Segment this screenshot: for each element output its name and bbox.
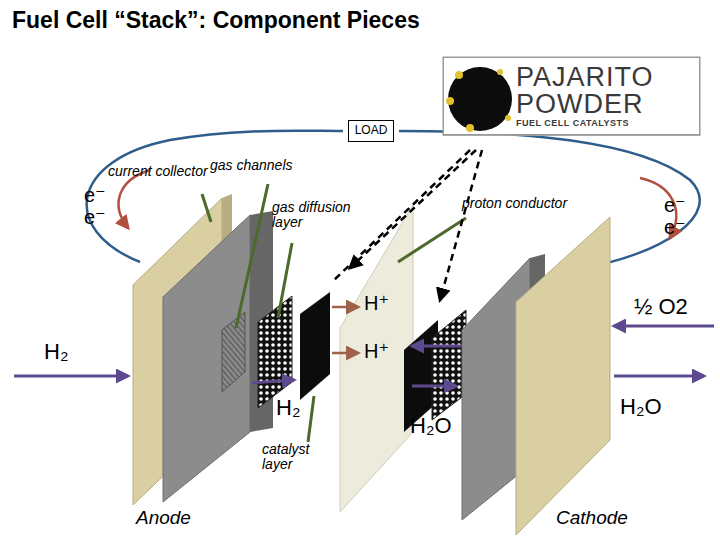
leader-line — [278, 243, 292, 318]
node-subtitle: FUEL CELL CATALYSTS — [516, 118, 691, 128]
node-heading: PAJARITO POWDER — [516, 64, 691, 118]
electrode-label: Cathode — [556, 508, 628, 529]
part-label: gas diffusion layer — [272, 200, 352, 231]
catalyst-pointer — [332, 150, 470, 282]
species-label: H₂O — [620, 395, 662, 419]
circuit-wire — [399, 131, 700, 268]
logo-dot — [446, 97, 454, 105]
part-label: catalyst layer — [262, 442, 322, 473]
logo-box: PAJARITO POWDERFUEL CELL CATALYSTS — [443, 57, 700, 135]
leader-line — [308, 396, 314, 442]
cathode-current-collector — [516, 217, 610, 535]
species-label: H₂O — [410, 414, 452, 438]
oxygen-flow-arrow — [412, 345, 462, 348]
part-label: proton conductor — [462, 196, 567, 211]
species-label: H⁺ — [364, 292, 389, 314]
cathode-gas-diffusion-layer — [432, 310, 466, 420]
anode-flow-plate — [163, 215, 250, 502]
catalyst-pointer — [440, 150, 482, 300]
logo-dot — [497, 69, 503, 75]
logo-dot — [455, 71, 463, 79]
hydrogen-inlet-arrow — [14, 375, 128, 378]
load-background — [348, 120, 395, 142]
logo-emblem — [448, 67, 512, 131]
electron-label: e⁻ — [664, 194, 686, 216]
species-label: ½ O2 — [634, 295, 688, 319]
oxygen-inlet-arrow — [614, 325, 714, 328]
water-flow-arrow — [412, 385, 456, 388]
water-outlet-arrow — [614, 375, 704, 378]
species-label: H₂ — [276, 396, 300, 420]
electron-label: e⁻ — [84, 206, 106, 228]
species-label: H⁺ — [364, 340, 389, 362]
node-heading: LOAD — [355, 124, 388, 138]
logo-dot — [466, 124, 474, 132]
proton-arrow — [332, 352, 358, 355]
electrode-label: Anode — [136, 508, 191, 529]
part-label: current collector — [108, 164, 208, 179]
logo-dot — [505, 115, 511, 121]
electron-label: e⁻ — [664, 216, 686, 238]
proton-conductor-membrane — [340, 205, 413, 512]
part-label: gas channels — [210, 158, 293, 173]
catalyst-pointer — [350, 150, 476, 268]
electron-label: e⁻ — [84, 184, 106, 206]
leader-line — [236, 184, 268, 328]
logo-background — [443, 57, 700, 135]
anode-gas-diffusion-layer — [258, 296, 292, 408]
hydrogen-flow-arrow — [252, 380, 294, 383]
proton-arrow — [332, 306, 358, 309]
load-box: LOAD — [348, 120, 395, 142]
anode-catalyst-layer — [300, 292, 330, 400]
species-label: H₂ — [44, 340, 68, 364]
title: Fuel Cell “Stack”: Component Pieces — [12, 8, 420, 33]
leader-line — [202, 194, 211, 222]
leader-line — [398, 218, 466, 262]
gas-channels — [222, 312, 245, 392]
